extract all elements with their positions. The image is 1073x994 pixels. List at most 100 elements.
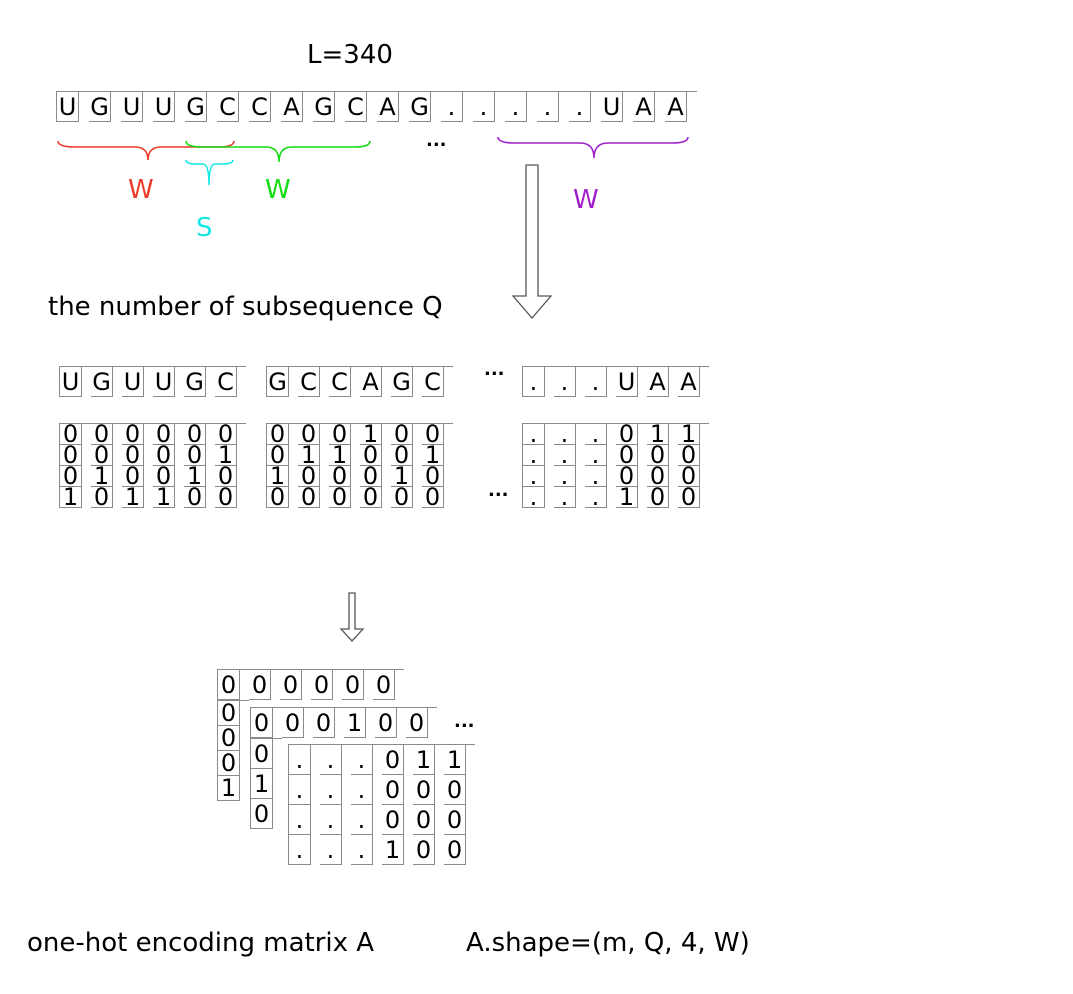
matrix-cell: 0 — [249, 670, 271, 700]
matrix-cell: 0 — [422, 422, 444, 446]
matrix-cell: 1 — [360, 422, 382, 446]
base-cell: U — [616, 367, 638, 397]
matrix-cell: 0 — [382, 775, 404, 805]
matrix-cell: 0 — [122, 443, 144, 467]
matrix-cell: . — [320, 805, 342, 835]
sequence-cell: . — [569, 92, 591, 122]
matrix-cell: 0 — [375, 708, 397, 738]
sequence-cell: U — [57, 92, 79, 122]
matrix-cell: 0 — [91, 443, 113, 467]
matrix-cell: 0 — [382, 745, 404, 775]
matrix-cell: 0 — [298, 464, 320, 488]
brace-window-last — [497, 136, 689, 159]
matrix-cell: 0 — [647, 443, 669, 467]
matrix-cell: 0 — [218, 670, 240, 700]
base-cell: U — [153, 367, 175, 397]
matrix-cell: 0 — [60, 443, 82, 467]
matrix-cell: . — [351, 805, 373, 835]
matrix-cell: 0 — [422, 485, 444, 509]
matrix-cell: 0 — [678, 464, 700, 488]
sequence-cell: G — [185, 92, 207, 122]
matrix-cell: 0 — [413, 805, 435, 835]
matrix-cell: 0 — [267, 422, 289, 446]
sequence-cell: U — [601, 92, 623, 122]
matrix-cell: 0 — [60, 422, 82, 446]
matrix-cell: 0 — [218, 701, 240, 726]
matrix-cell: 0 — [391, 485, 413, 509]
matrix-cell: 0 — [60, 464, 82, 488]
matrix-cell: 0 — [267, 443, 289, 467]
subsequence-count-label: the number of subsequence Q — [48, 292, 443, 322]
matrix-cell: 0 — [218, 726, 240, 751]
base-cell: G — [391, 367, 413, 397]
matrix-cell: 0 — [329, 422, 351, 446]
matrix-cell: . — [585, 443, 607, 467]
matrix-cell: 1 — [413, 745, 435, 775]
matrix-cell: 0 — [251, 799, 273, 829]
matrix-cell: 0 — [153, 422, 175, 446]
matrix-cell: 0 — [406, 708, 428, 738]
down-arrow-large — [511, 164, 553, 319]
matrix-cell: 0 — [311, 670, 333, 700]
matrix-cell: 0 — [298, 485, 320, 509]
sequence-cell: . — [505, 92, 527, 122]
matrix-cell: . — [523, 464, 545, 488]
matrix-cell: . — [554, 485, 576, 509]
matrix-cell: 1 — [91, 464, 113, 488]
sequence-cell: U — [121, 92, 143, 122]
matrix-cell: 0 — [422, 464, 444, 488]
matrix-cell: 0 — [373, 670, 395, 700]
matrix-cell: 1 — [122, 485, 144, 509]
sequence-cell: A — [665, 92, 687, 122]
matrix-cell: 1 — [422, 443, 444, 467]
matrix-cell: . — [351, 775, 373, 805]
base-cell: A — [360, 367, 382, 397]
window-label-green: W — [265, 175, 291, 205]
matrix-cell: 1 — [267, 464, 289, 488]
matrix-cell: 0 — [647, 485, 669, 509]
matrix-cell: . — [289, 835, 311, 865]
matrix-cell: 0 — [91, 485, 113, 509]
matrix-cell: 0 — [616, 443, 638, 467]
matrix-cell: . — [320, 745, 342, 775]
matrix-cell: 1 — [184, 464, 206, 488]
sequence-cell: C — [249, 92, 271, 122]
matrix-cell: 0 — [218, 751, 240, 776]
sequence-cell: A — [281, 92, 303, 122]
sequence-cell: . — [537, 92, 559, 122]
matrix-cell: 0 — [360, 464, 382, 488]
sequence-cell: G — [409, 92, 431, 122]
brace-stride — [185, 159, 234, 186]
sequence-cell: A — [633, 92, 655, 122]
caption-matrix-shape: A.shape=(m, Q, 4, W) — [466, 928, 750, 958]
matrix-cell: 0 — [122, 464, 144, 488]
base-cell: G — [91, 367, 113, 397]
matrix-cell: . — [320, 775, 342, 805]
matrix-cell: 0 — [647, 464, 669, 488]
matrix-cell: 0 — [215, 485, 237, 509]
base-cell: G — [184, 367, 206, 397]
base-cell: . — [523, 367, 545, 397]
base-cell: U — [60, 367, 82, 397]
matrix-cell: 1 — [298, 443, 320, 467]
caption-matrix-name: one-hot encoding matrix A — [27, 928, 375, 958]
base-cell: C — [329, 367, 351, 397]
matrix-cell: 0 — [215, 422, 237, 446]
base-cell: . — [554, 367, 576, 397]
brace-window-1 — [57, 140, 235, 161]
matrix-cell: 0 — [267, 485, 289, 509]
matrix-cell: 1 — [215, 443, 237, 467]
matrix-cell: 1 — [647, 422, 669, 446]
matrix-cell: 1 — [218, 776, 240, 801]
matrix-cell: . — [585, 422, 607, 446]
